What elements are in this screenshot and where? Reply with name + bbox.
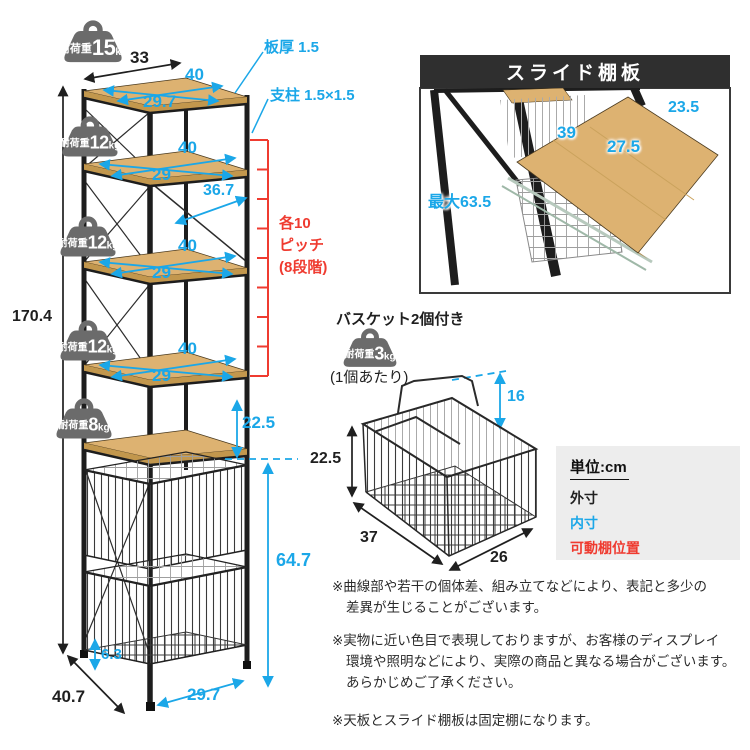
pitch-note-line1: 各10 [279, 215, 311, 232]
footnote-line: 差異が生じることがございます。 [346, 600, 548, 615]
load-badge-top-shelf: 耐荷重15kg [54, 20, 132, 70]
basket-sketch [360, 374, 539, 557]
dim-arrow-top-depth [83, 59, 182, 83]
dim-label-shelf4-width: 40 [178, 339, 197, 358]
annotation-post-size: 支柱 1.5×1.5 [270, 87, 355, 104]
dashed-guides [225, 370, 507, 460]
basket-dim-width: 37 [360, 529, 378, 546]
dim-arrow-rack-depth [66, 654, 126, 715]
load-badge-shelf4: 耐荷重12kg [50, 320, 126, 368]
legend-movable-label: 可動棚位置 [570, 539, 640, 556]
dim-arrow-bottom-width [156, 678, 245, 708]
dim-label-shelf2-width: 40 [178, 138, 197, 157]
dim-label-shelf2-depth: 29 [152, 165, 171, 184]
load-badge-shelf3: 耐荷重12kg [50, 216, 126, 264]
slide-panel-title: スライド棚板 [505, 63, 644, 84]
basket-per-unit-note: (1個あたり) [330, 369, 409, 386]
basket-dim-handle: 16 [507, 388, 525, 405]
dim-label-brace: 36.7 [203, 182, 235, 199]
footnotes: ※曲線部や若干の個体差、組み立てなどにより、表記と多少の 差異が生じることがござ… [332, 576, 746, 743]
basket-section-title: バスケット2個付き [336, 311, 465, 328]
dim-arrow-basket-depth [448, 528, 534, 571]
dim-label-shelf1-width: 40 [185, 65, 204, 84]
dim-label-top-depth: 33 [130, 48, 149, 67]
basket-dim-height: 22.5 [310, 450, 342, 467]
footnote-line: 環境や照明などにより、実際の商品と異なる場合がございます。 [346, 654, 736, 669]
dim-label-total-height: 170.4 [12, 308, 53, 325]
dim-label-foot: 6.3 [101, 646, 122, 663]
dim-arrow-shelf1-depth [102, 85, 220, 106]
dim-arrow-shelf3-depth [98, 257, 234, 279]
dim-arrow-brace [174, 195, 248, 226]
pitch-note-line3: (8段階) [279, 259, 328, 276]
annotation-leaders [234, 51, 269, 134]
footnote-line: ※曲線部や若干の個体差、組み立てなどにより、表記と多少の [332, 579, 708, 594]
dim-arrow-shelf2-depth [98, 159, 234, 181]
basket-dim-depth: 26 [490, 549, 508, 566]
dim-label-shelf3-depth: 29 [152, 263, 171, 282]
dim-arrow-basket-width [352, 502, 444, 565]
legend-inner-label: 内寸 [570, 514, 598, 531]
panel-dim-max: 最大63.5 [428, 194, 492, 211]
legend-box: 単位:cm 外寸 内寸 可動棚位置 [556, 446, 740, 560]
load-badge-basket: 耐荷重3kg [334, 328, 406, 374]
legend-unit-label: 単位:cm [570, 456, 629, 480]
slide-panel-title-bar: スライド棚板 [420, 55, 730, 88]
footnote-line: ※実物に近い色目で表現しておりますが、お客様のディスプレイ [332, 633, 720, 648]
dim-label-lower-height: 64.7 [276, 550, 312, 570]
dim-label-bottom-width: 29.7 [187, 685, 221, 704]
footnote-line: あらかじめご了承ください。 [346, 675, 522, 690]
panel-dim-depth: 23.5 [668, 99, 700, 116]
footnote-line: ※天板とスライド棚板は固定棚になります。 [332, 713, 599, 728]
dim-arrow-shelf4-depth [98, 360, 234, 382]
pitch-note-line2: ピッチ [279, 237, 325, 254]
legend-outer-label: 外寸 [570, 489, 598, 506]
footnote-1: ※曲線部や若干の個体差、組み立てなどにより、表記と多少の 差異が生じることがござ… [332, 576, 746, 618]
panel-dim-inner: 27.5 [607, 137, 641, 156]
annotation-board-thickness: 板厚 1.5 [264, 39, 320, 56]
dim-label-rack-depth: 40.7 [52, 687, 86, 706]
footnote-3: ※天板とスライド棚板は固定棚になります。 [332, 710, 746, 731]
dim-label-clearance: 22.5 [242, 413, 276, 432]
rack-baskets [83, 451, 248, 665]
dim-label-shelf1-depth: 29.7 [143, 92, 177, 111]
movable-shelf-pitch-bracket [250, 139, 269, 377]
load-badge-shelf2: 耐荷重12kg [52, 116, 128, 164]
slide-panel-sketch [419, 86, 731, 294]
panel-dim-width: 39 [557, 123, 576, 142]
dim-label-shelf4-depth: 29 [152, 366, 171, 385]
load-badge-board: 耐荷重8kg [46, 398, 122, 446]
dim-label-shelf3-width: 40 [178, 236, 197, 255]
footnote-2: ※実物に近い色目で表現しておりますが、お客様のディスプレイ 環境や照明などにより… [332, 630, 746, 693]
